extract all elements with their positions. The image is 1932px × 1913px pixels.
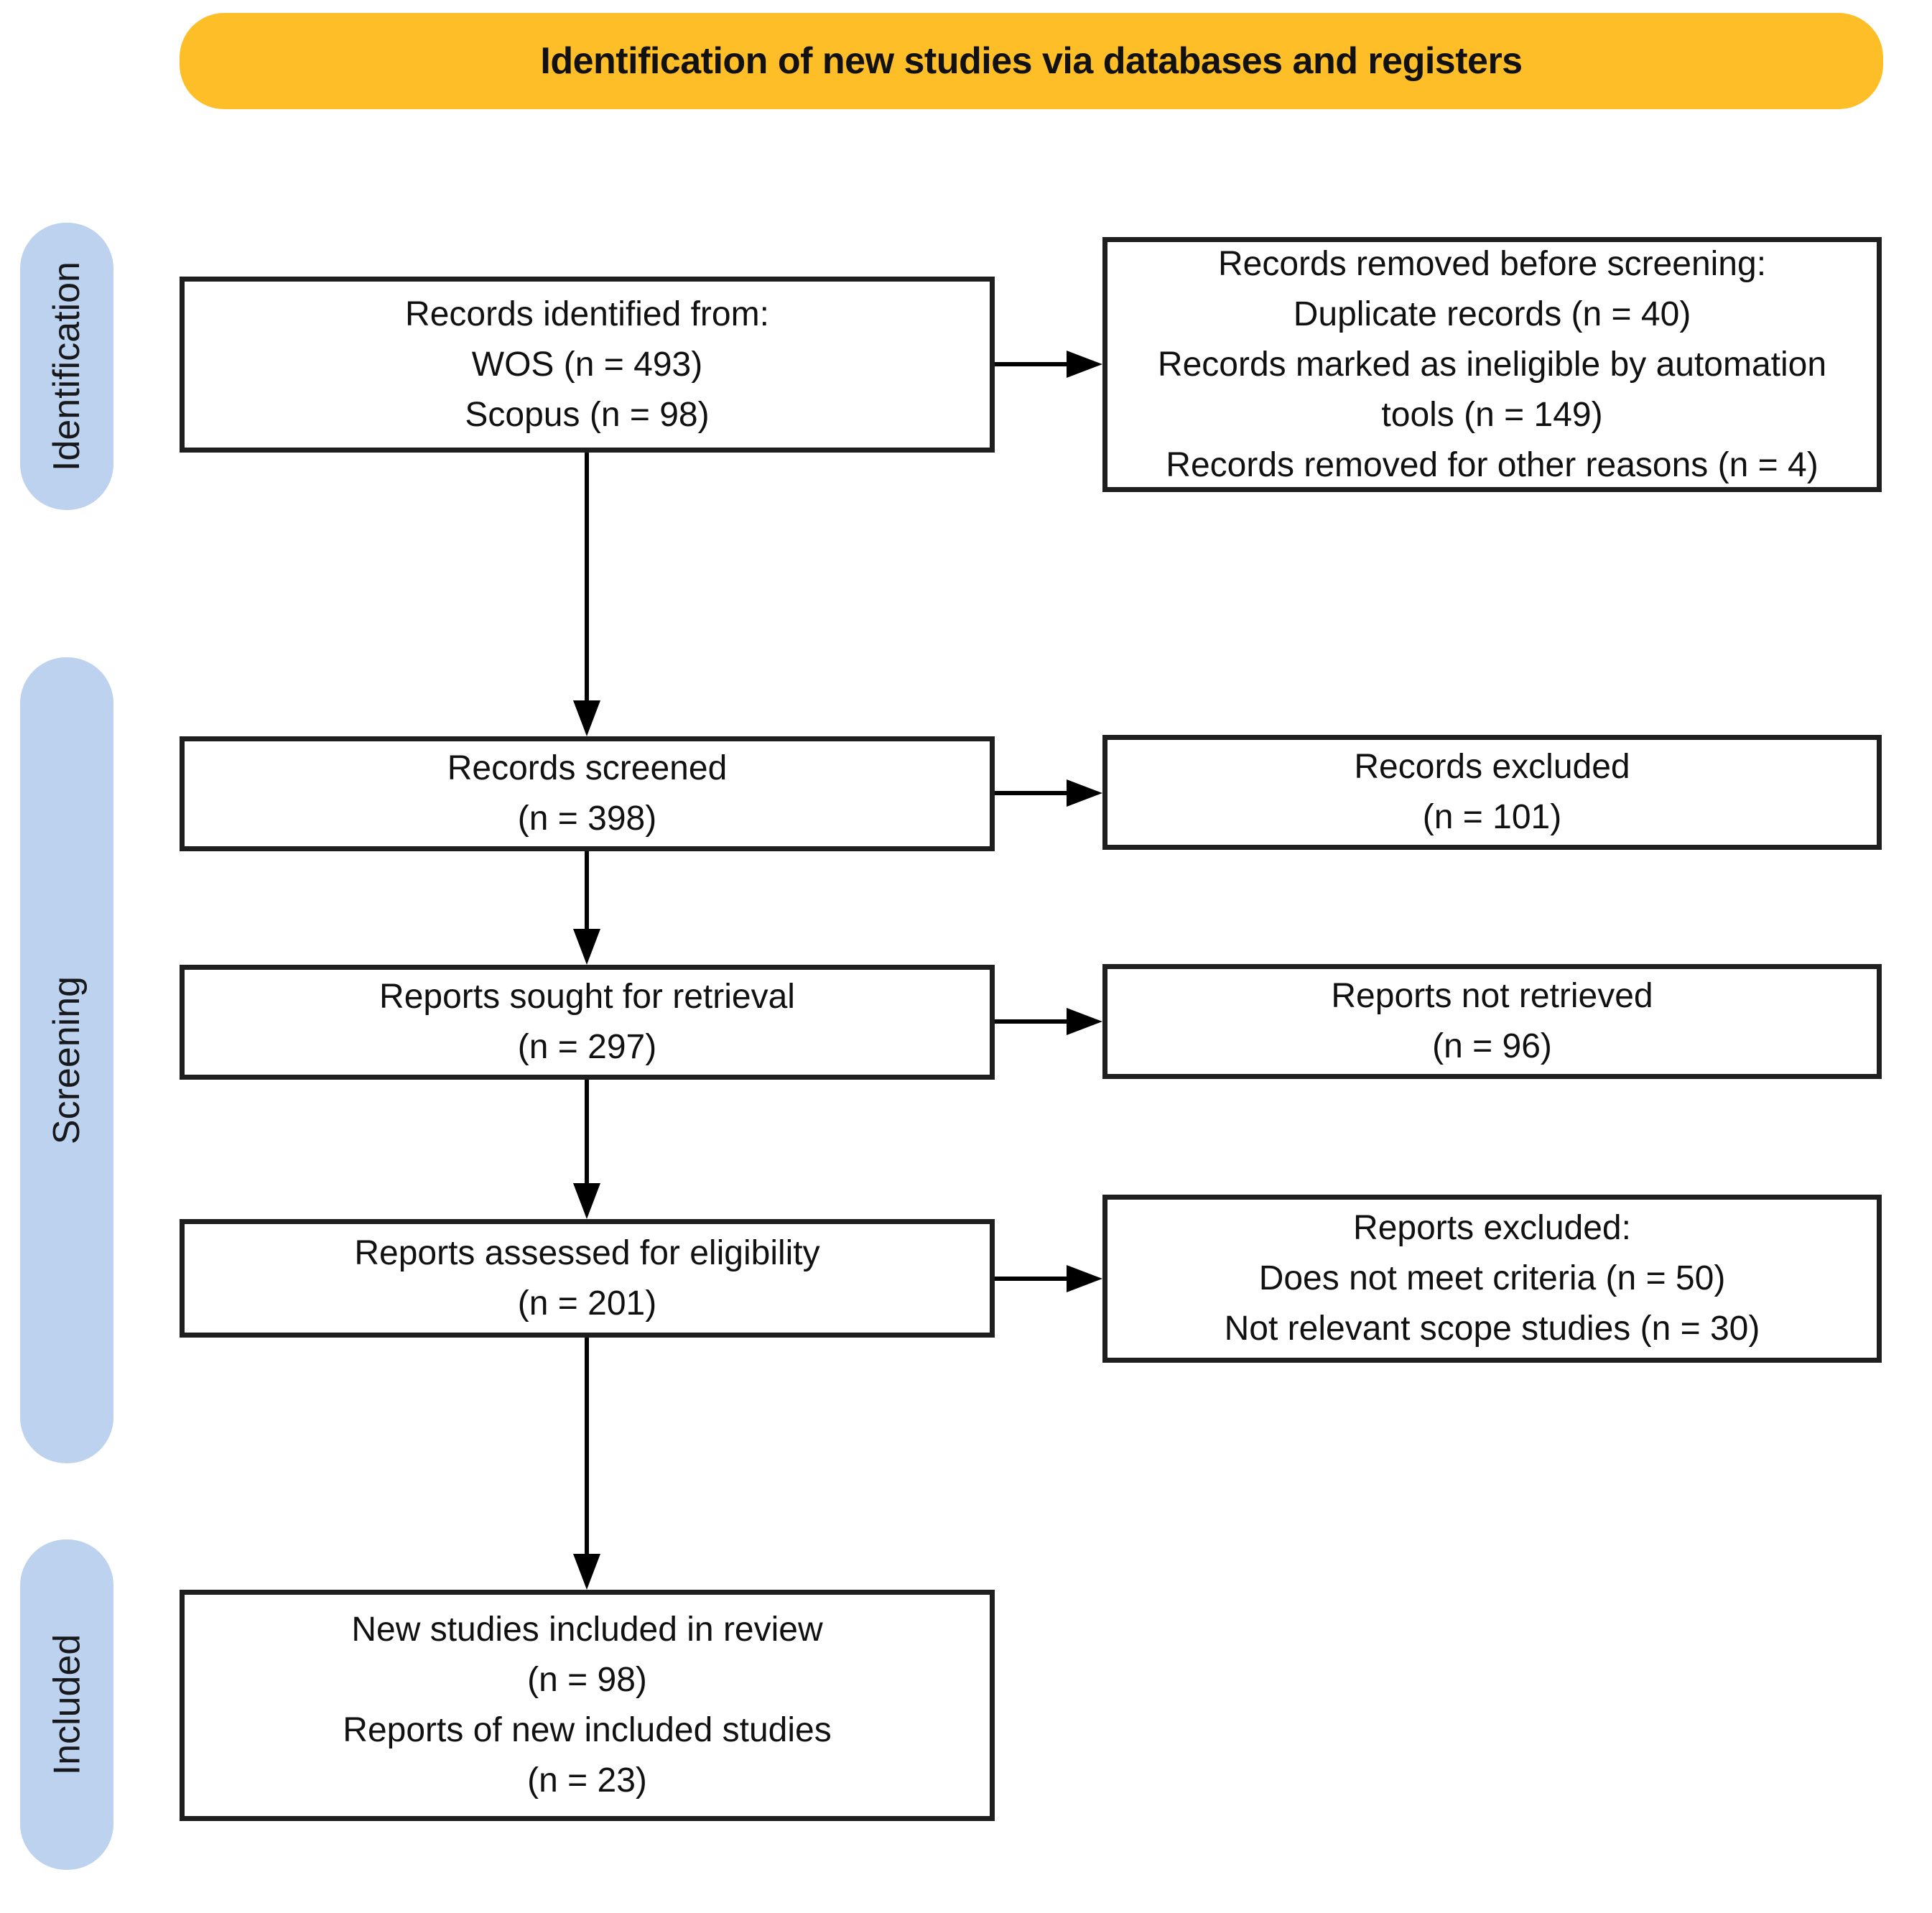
arrow-right-icon <box>1067 1265 1102 1292</box>
box-text-line: Reports sought for retrieval <box>379 978 795 1016</box>
box-text-line: Records excluded <box>1354 748 1630 786</box>
stage-label-screening: Screening <box>20 657 113 1463</box>
box-text-line: Records removed before screening: <box>1217 244 1767 283</box>
stage-label-text: Identification <box>46 261 88 471</box>
box-records-identified: Records identified from: WOS (n = 493) S… <box>180 277 995 453</box>
box-text-line: Reports excluded: <box>1353 1209 1631 1247</box>
box-reports-excluded: Reports excluded: Does not meet criteria… <box>1102 1195 1882 1363</box>
arrow-down-icon <box>573 700 600 736</box>
box-records-screened: Records screened (n = 398) <box>180 736 995 851</box>
box-text-line: (n = 398) <box>517 800 657 838</box>
box-records-excluded: Records excluded (n = 101) <box>1102 735 1882 850</box>
arrow-down-icon <box>573 1554 600 1590</box>
connector-line-assessed-to-reports-excluded <box>995 1277 1068 1281</box>
box-text-line: Records removed for other reasons (n = 4… <box>1166 445 1819 484</box>
box-text-line: (n = 98) <box>527 1661 647 1699</box>
stage-label-text: Included <box>46 1634 88 1776</box>
arrow-right-icon <box>1067 1008 1102 1035</box>
box-text-line: Reports of new included studies <box>343 1711 832 1749</box>
arrow-right-icon <box>1067 779 1102 807</box>
box-reports-assessed: Reports assessed for eligibility (n = 20… <box>180 1219 995 1338</box>
stage-label-text: Screening <box>46 976 88 1145</box>
stage-label-identification: Identification <box>20 223 113 510</box>
box-new-studies-included: New studies included in review (n = 98) … <box>180 1590 995 1821</box>
box-text-line: (n = 96) <box>1432 1027 1552 1065</box>
box-text-line: Reports assessed for eligibility <box>354 1233 820 1272</box>
connector-line-assessed-to-included <box>585 1338 589 1555</box>
box-text-line: (n = 201) <box>517 1284 657 1323</box>
box-text-line: New studies included in review <box>351 1611 823 1649</box>
box-text-line: Reports not retrieved <box>1331 977 1653 1015</box>
connector-line-screened-to-sought <box>585 851 589 930</box>
connector-line-screened-to-excluded <box>995 791 1068 795</box>
box-text-line: (n = 23) <box>527 1761 647 1799</box>
box-text-line: Records identified from: <box>405 295 769 333</box>
diagram-title-banner: Identification of new studies via databa… <box>180 13 1883 109</box>
box-text-line: Does not meet criteria (n = 50) <box>1258 1259 1726 1297</box>
box-text-line: Records marked as ineligible by automati… <box>1157 345 1827 384</box>
connector-line-sought-to-assessed <box>585 1080 589 1185</box>
connector-line-identified-to-screened <box>585 453 589 702</box>
box-text-line: tools (n = 149) <box>1381 395 1603 434</box>
box-records-removed: Records removed before screening: Duplic… <box>1102 237 1882 492</box>
diagram-title: Identification of new studies via databa… <box>540 40 1523 82</box>
connector-line-sought-to-not-retrieved <box>995 1019 1068 1024</box>
box-text-line: Not relevant scope studies (n = 30) <box>1224 1310 1760 1348</box>
connector-line-identified-to-removed <box>995 362 1068 366</box>
stage-label-included: Included <box>20 1539 113 1870</box>
arrow-down-icon <box>573 1183 600 1219</box>
box-reports-not-retrieved: Reports not retrieved (n = 96) <box>1102 964 1882 1079</box>
box-text-line: Records screened <box>447 749 728 787</box>
arrow-right-icon <box>1067 351 1102 378</box>
box-text-line: (n = 297) <box>517 1028 657 1066</box>
box-text-line: WOS (n = 493) <box>471 345 703 384</box>
box-text-line: (n = 101) <box>1422 798 1562 836</box>
arrow-down-icon <box>573 929 600 965</box>
box-text-line: Scopus (n = 98) <box>465 395 710 434</box>
box-text-line: Duplicate records (n = 40) <box>1293 295 1691 333</box>
box-reports-sought: Reports sought for retrieval (n = 297) <box>180 965 995 1080</box>
